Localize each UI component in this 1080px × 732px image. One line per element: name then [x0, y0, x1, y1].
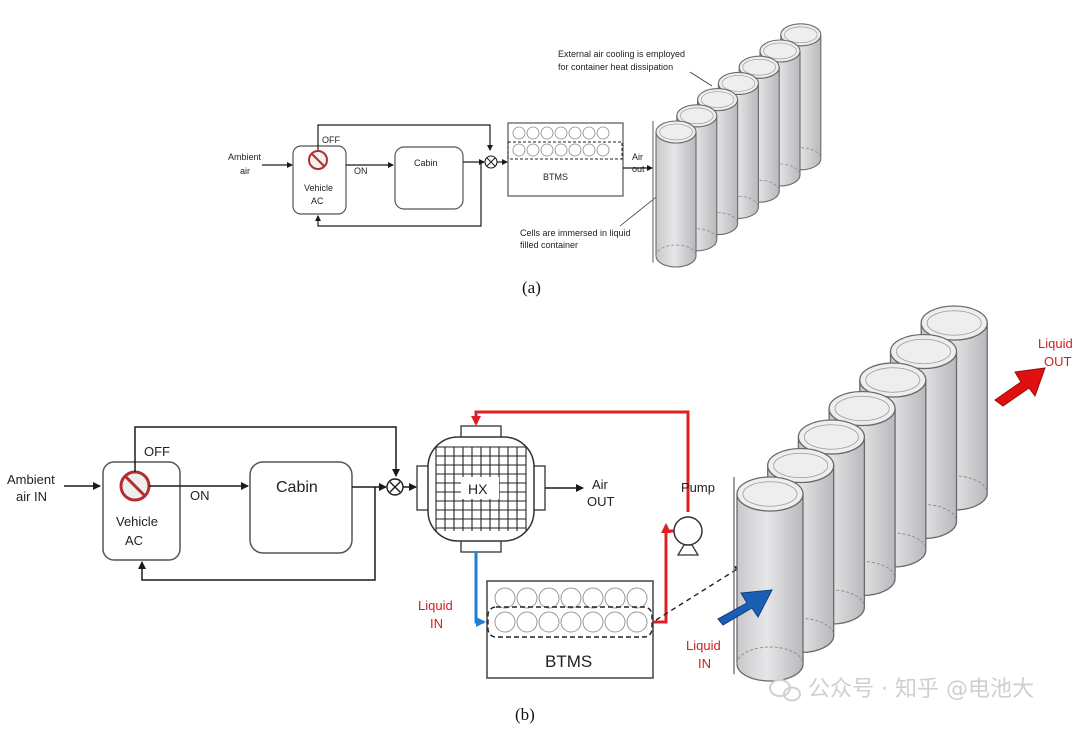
container-cylinder — [736, 476, 804, 682]
mixer-junction-icon-b — [386, 478, 404, 496]
vehicle-ac-label-line2: AC — [311, 196, 324, 206]
ac-valve-icon-b — [119, 470, 151, 502]
liquid-out-arrow — [994, 367, 1046, 407]
caption-a: (a) — [522, 278, 541, 297]
liquid-in-label-b2-line1: Liquid — [686, 638, 721, 653]
btms-cell — [560, 611, 582, 633]
btms-cell — [582, 611, 604, 633]
container-cylinder — [655, 120, 697, 268]
off-label-b: OFF — [144, 444, 170, 459]
wechat-logo-icon — [769, 679, 801, 702]
cold-loop-to-btms — [474, 552, 486, 627]
btms-cell — [516, 611, 538, 633]
liquid-out-label-line1: Liquid — [1038, 336, 1073, 351]
heat-exchanger: HX — [416, 425, 546, 553]
ambient-air-in-label-line2: air IN — [16, 489, 47, 504]
vehicle-ac-label-line1: Vehicle — [304, 183, 333, 193]
btms-label-b: BTMS — [545, 652, 592, 671]
pump-icon — [673, 516, 703, 556]
immersion-container-a — [652, 23, 822, 268]
btms-highlight-row-b — [487, 606, 653, 638]
panel-b: Ambient air IN Vehicle AC OFF ON Cabin — [7, 305, 1073, 724]
air-out-label-a-line1: Air — [632, 152, 643, 162]
note-leader-line-top — [689, 71, 713, 87]
note-external-cooling-line2: for container heat dissipation — [558, 62, 673, 72]
btms-highlight-row-a — [507, 141, 623, 160]
return-loop-line — [315, 162, 482, 227]
btms-cell-rows-a — [512, 126, 610, 157]
btms-cell — [516, 587, 538, 609]
btms-cell — [604, 611, 626, 633]
mixer-junction-icon — [484, 155, 498, 169]
vehicle-ac-label-b-line2: AC — [125, 533, 143, 548]
cabin-label: Cabin — [414, 158, 438, 168]
bypass-line — [317, 124, 493, 151]
hot-loop-to-pump — [652, 529, 685, 624]
btms-cell — [582, 587, 604, 609]
cabin-label-b: Cabin — [276, 479, 318, 496]
cabin-box — [394, 146, 464, 210]
zoom-leader-line — [655, 565, 743, 621]
vehicle-ac-label-b-line1: Vehicle — [116, 514, 158, 529]
ac-valve-icon — [308, 150, 328, 170]
return-loop-line-b — [138, 487, 376, 581]
air-out-label-b-line1: Air — [592, 477, 609, 492]
btms-cell — [560, 587, 582, 609]
note-external-cooling-line1: External air cooling is employed — [558, 49, 685, 59]
hx-label: HX — [468, 481, 488, 497]
watermark: 公众号 · 知乎 @电池大 — [769, 677, 1034, 702]
pump-label: Pump — [681, 480, 715, 495]
btms-cell-rows-b — [494, 587, 648, 633]
note-cells-immersed-line1: Cells are immersed in liquid — [520, 228, 631, 238]
immersion-container-b — [733, 305, 988, 682]
liquid-in-arrow — [717, 589, 773, 626]
liquid-in-label-line1: Liquid — [418, 598, 453, 613]
caption-b: (b) — [515, 705, 535, 724]
air-out-label-a-line2: out — [632, 164, 645, 174]
air-out-label-b-line2: OUT — [587, 494, 615, 509]
btms-label-a: BTMS — [543, 172, 568, 182]
btms-cell — [494, 587, 516, 609]
cabin-box-b — [249, 461, 353, 554]
ambient-air-label-line2: air — [240, 166, 250, 176]
btms-cell — [626, 611, 648, 633]
ambient-air-label-line1: Ambient — [228, 152, 262, 162]
bypass-line-b — [134, 426, 400, 477]
on-label: ON — [354, 166, 368, 176]
btms-cell — [604, 587, 626, 609]
btms-cell — [494, 611, 516, 633]
panel-a: Ambient air Vehicle AC OFF ON Cabin B — [228, 23, 822, 297]
liquid-in-label-b2-line2: IN — [698, 656, 711, 671]
ambient-air-in-label-line1: Ambient — [7, 472, 55, 487]
liquid-out-label-line2: OUT — [1044, 354, 1072, 369]
btms-cell — [538, 611, 560, 633]
btms-cell — [538, 587, 560, 609]
vehicle-ac-box — [292, 145, 347, 215]
off-label: OFF — [322, 135, 340, 145]
note-cells-immersed-line2: filled container — [520, 240, 578, 250]
liquid-in-label-line2: IN — [430, 616, 443, 631]
watermark-text: 公众号 · 知乎 @电池大 — [808, 677, 1034, 702]
on-label-b: ON — [190, 488, 210, 503]
hot-loop-to-hx — [471, 410, 690, 512]
btms-cell — [626, 587, 648, 609]
